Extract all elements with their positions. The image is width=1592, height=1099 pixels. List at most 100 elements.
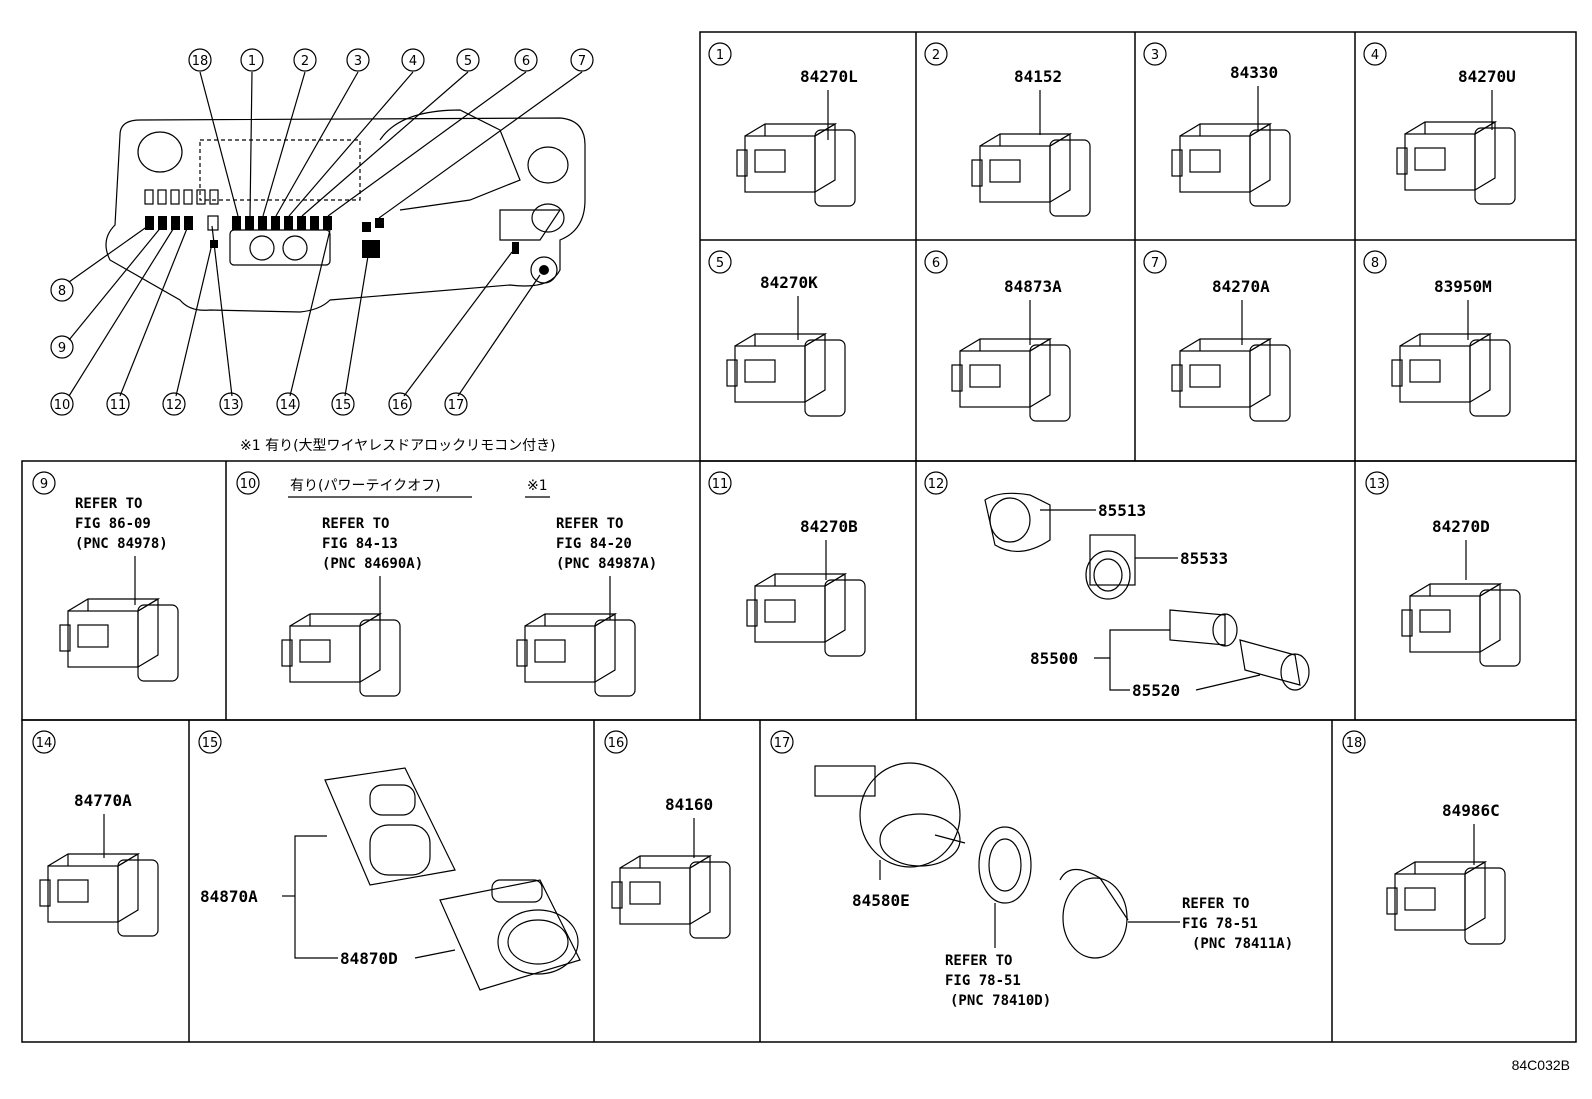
cell-number: 13 [1369, 477, 1386, 492]
cell-number: 12 [928, 477, 945, 492]
cell-11: 11 84270B [708, 471, 866, 657]
callout-9: 9 [50, 335, 74, 359]
callout-7: 7 [570, 48, 594, 72]
cell-number: 14 [36, 736, 53, 751]
callout-label: 14 [280, 398, 297, 413]
refer-pnc: (PNC 84987A) [556, 556, 657, 572]
part-number: 84270D [1432, 517, 1490, 536]
part-number: 84270L [800, 67, 858, 86]
callout-label: 10 [54, 398, 71, 413]
diagram-code: 84C032B [1512, 1057, 1570, 1073]
part-85513: 85513 [1098, 501, 1146, 520]
part-number: 84873A [1004, 277, 1062, 296]
callout-17: 17 [444, 392, 468, 416]
callout-16: 16 [388, 392, 412, 416]
callout-label: 7 [578, 54, 586, 69]
cell-number: 4 [1371, 48, 1379, 63]
callout-3: 3 [346, 48, 370, 72]
callout-5: 5 [456, 48, 480, 72]
part-number: 84986C [1442, 801, 1500, 820]
callout-2: 2 [293, 48, 317, 72]
cell-7: 7 84270A [1143, 250, 1291, 422]
callout-13: 13 [219, 392, 243, 416]
callout-label: 5 [464, 54, 472, 69]
cell-2: 2 84152 [924, 42, 1091, 217]
cell-number: 7 [1151, 256, 1159, 271]
cell-18: 18 84986C [1342, 730, 1506, 945]
cell-number: 17 [774, 736, 791, 751]
part-84580E: 84580E [852, 891, 910, 910]
cell-number: 2 [932, 48, 940, 63]
part-number: 84160 [665, 795, 713, 814]
cell-number: 1 [716, 48, 724, 63]
refer-to: REFER TO [556, 516, 623, 532]
part-number: 84270A [1212, 277, 1270, 296]
refer-fig: FIG 78-51 [1182, 916, 1258, 932]
callout-8: 8 [50, 278, 74, 302]
cell-9: 9 REFER TO FIG 86-09 (PNC 84978) [32, 471, 179, 682]
callout-6: 6 [514, 48, 538, 72]
callout-label: 1 [248, 54, 256, 69]
part-number: 84152 [1014, 67, 1062, 86]
refer-pnc: (PNC 84690A) [322, 556, 423, 572]
cell-6: 6 84873A [924, 250, 1071, 422]
condition-label-b: ※1 [527, 478, 548, 494]
cell-number: 18 [1346, 736, 1363, 751]
callout-label: 13 [223, 398, 240, 413]
callout-11: 11 [106, 392, 130, 416]
callout-label: 2 [301, 54, 309, 69]
cell-17: 17 84580E REFER TO FIG 78-51 (PNC 78410D… [770, 730, 1293, 1009]
callout-4: 4 [401, 48, 425, 72]
refer-to: REFER TO [75, 496, 142, 512]
callout-18: 18 [188, 48, 212, 72]
callout-label: 11 [110, 398, 127, 413]
cell-number: 9 [40, 477, 48, 492]
cell-3: 3 84330 [1143, 42, 1291, 207]
callout-label: 12 [166, 398, 183, 413]
cell-8: 8 83950M [1363, 250, 1511, 417]
overview-leaders [68, 71, 583, 397]
refer-fig: FIG 84-20 [556, 536, 632, 552]
part-number: 83950M [1434, 277, 1492, 296]
dashboard-overview [105, 109, 586, 313]
cell-number: 6 [932, 256, 940, 271]
cell-1: 1 84270L [708, 42, 858, 207]
part-number: 84270U [1458, 67, 1516, 86]
refer-fig: FIG 78-51 [945, 973, 1021, 989]
part-number: 84330 [1230, 63, 1278, 82]
cell-number: 15 [202, 736, 219, 751]
part-number: 84270K [760, 273, 818, 292]
callout-label: 15 [335, 398, 352, 413]
callout-label: 18 [192, 54, 209, 69]
cell-16: 16 84160 [604, 730, 731, 939]
refer-to: REFER TO [322, 516, 389, 532]
callout-15: 15 [331, 392, 355, 416]
cell-4: 4 84270U [1363, 42, 1516, 205]
part-number: 84270B [800, 517, 858, 536]
part-84870D: 84870D [340, 949, 398, 968]
refer-to: REFER TO [1182, 896, 1249, 912]
part-number: 84770A [74, 791, 132, 810]
parts-grid [21, 31, 1577, 1043]
callout-label: 9 [58, 341, 66, 356]
cell-number: 16 [608, 736, 625, 751]
cell-15: 15 84870A 84870D [198, 730, 581, 991]
cell-number: 5 [716, 256, 724, 271]
callout-1: 1 [240, 48, 264, 72]
callout-14: 14 [276, 392, 300, 416]
overview-note: ※1 有り(大型ワイヤレスドアロックリモコン付き) [240, 438, 556, 454]
refer-pnc: (PNC 78410D) [950, 993, 1051, 1009]
refer-pnc: (PNC 78411A) [1192, 936, 1293, 952]
cell-14: 14 84770A [32, 730, 159, 937]
callout-10: 10 [50, 392, 74, 416]
cell-number: 10 [240, 477, 257, 492]
callout-label: 8 [58, 284, 66, 299]
callout-label: 16 [392, 398, 409, 413]
cell-13: 13 84270D [1365, 471, 1521, 667]
refer-fig: FIG 84-13 [322, 536, 398, 552]
callout-12: 12 [162, 392, 186, 416]
cell-number: 3 [1151, 48, 1159, 63]
part-85520: 85520 [1132, 681, 1180, 700]
part-84870A: 84870A [200, 887, 258, 906]
refer-fig: FIG 86-09 [75, 516, 151, 532]
